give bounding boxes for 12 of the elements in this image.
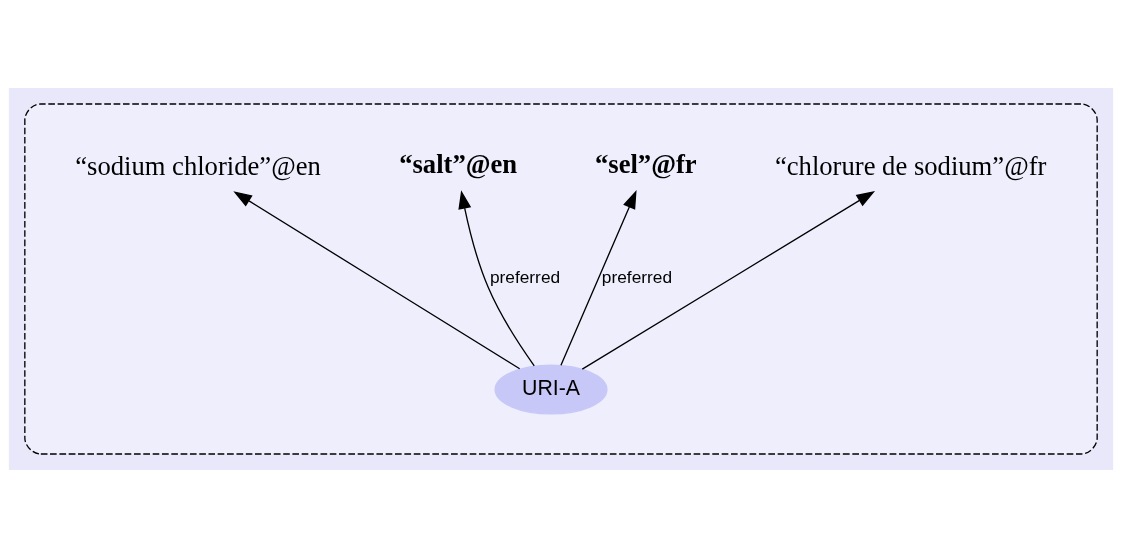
node-text: “chlorure de sodium”@fr bbox=[774, 150, 1047, 181]
edge-label: preferred bbox=[489, 266, 561, 287]
arrow bbox=[458, 189, 535, 366]
node-ellipse: URI-A bbox=[494, 364, 608, 415]
arrow bbox=[233, 190, 521, 369]
node-text: “salt”@en bbox=[399, 148, 518, 179]
arrow bbox=[560, 189, 637, 366]
node-text: “sel”@fr bbox=[594, 148, 697, 179]
cluster bbox=[24, 102, 1098, 455]
arrow bbox=[581, 190, 876, 370]
edge-label: preferred bbox=[601, 266, 673, 287]
node-text: “sodium chloride”@en bbox=[75, 150, 321, 181]
